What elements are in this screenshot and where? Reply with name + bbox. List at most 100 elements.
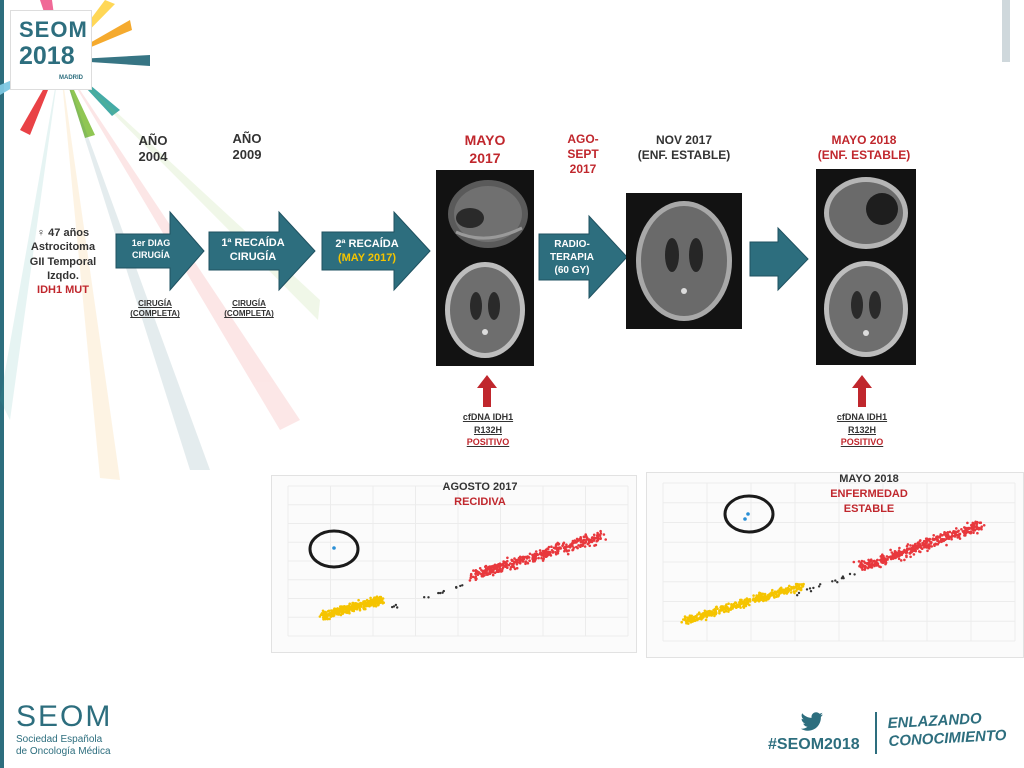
red-droplet	[499, 569, 503, 572]
cfdna-2018-line2: R132H	[847, 424, 876, 435]
ddpcr-scatter-2018	[662, 482, 1016, 642]
red-droplet	[469, 572, 473, 576]
red-droplet	[925, 544, 929, 548]
red-droplet	[550, 545, 553, 548]
yellow-droplet	[775, 594, 779, 598]
yellow-droplet	[712, 608, 715, 612]
yellow-droplet	[748, 603, 751, 607]
yellow-droplet	[327, 609, 331, 613]
red-droplet	[582, 535, 586, 539]
yellow-droplet	[714, 610, 717, 613]
yellow-droplet	[761, 592, 765, 596]
mri-mayo-2017-sagittal	[436, 170, 534, 254]
red-up-arrow-2018	[852, 375, 872, 407]
red-droplet	[908, 547, 912, 550]
red-droplet	[941, 534, 944, 537]
yellow-droplet	[736, 604, 740, 607]
yellow-droplet	[685, 619, 689, 622]
cfdna-2017-line2: R132H	[473, 424, 502, 435]
yellow-droplet	[682, 618, 685, 621]
yellow-droplet	[758, 594, 762, 597]
red-droplet	[515, 562, 519, 566]
red-droplet	[568, 546, 572, 549]
red-droplet	[506, 556, 509, 560]
yellow-droplet	[371, 601, 375, 604]
red-droplet	[517, 561, 521, 564]
arrow-diag-line1: 1er DIAG	[131, 238, 171, 248]
gray-droplet	[459, 584, 462, 588]
red-droplet	[504, 565, 508, 568]
red-droplet	[502, 560, 506, 564]
red-droplet	[870, 566, 873, 569]
red-droplet	[961, 530, 965, 533]
red-droplet	[936, 535, 939, 538]
red-droplet	[528, 552, 532, 556]
red-droplet	[547, 545, 551, 549]
yellow-droplet	[802, 582, 805, 586]
yellow-droplet	[711, 612, 714, 615]
yellow-droplet	[755, 594, 758, 597]
red-droplet	[972, 531, 975, 534]
yellow-droplet	[339, 613, 343, 617]
arrow-follow-up	[749, 226, 809, 292]
red-droplet	[884, 559, 887, 563]
red-droplet	[964, 531, 968, 535]
red-droplet	[522, 557, 526, 561]
yellow-droplet	[799, 588, 803, 592]
yellow-droplet	[328, 617, 331, 621]
red-droplet	[576, 546, 579, 550]
red-droplet	[864, 565, 867, 569]
arrow-radio-line2: TERAPIA	[550, 252, 594, 263]
yellow-droplet	[375, 595, 379, 598]
logo-city: MADRID	[59, 75, 83, 81]
plot-title-agosto-2017: AGOSTO 2017 RECIDIVA	[425, 480, 535, 510]
yellow-droplet	[365, 598, 369, 602]
yellow-droplet	[365, 604, 368, 608]
red-droplet	[549, 551, 552, 554]
red-droplet	[972, 522, 976, 525]
yellow-droplet	[782, 588, 785, 592]
red-droplet	[909, 544, 912, 547]
red-droplet	[922, 539, 926, 543]
surgery-note-2004-line1: CIRUGÍA	[138, 299, 172, 308]
yellow-droplet	[718, 610, 721, 614]
red-droplet	[514, 560, 517, 563]
yellow-droplet	[351, 601, 354, 605]
red-up-arrow-2017	[477, 375, 497, 407]
seom-2018-logo: SEOM 2018 MADRID	[10, 10, 92, 90]
surgery-note-2009-line2: (COMPLETA)	[224, 309, 274, 319]
yellow-droplet	[698, 612, 701, 616]
gray-droplet	[831, 580, 834, 583]
red-droplet	[889, 555, 892, 558]
yellow-droplet	[745, 602, 749, 606]
red-droplet	[599, 536, 602, 540]
yellow-droplet	[742, 606, 746, 609]
blue-droplet	[746, 512, 750, 516]
yellow-droplet	[680, 620, 683, 624]
red-droplet	[910, 550, 914, 553]
red-droplet	[587, 539, 591, 542]
arrow-recaida-1-label: 1ª RECAÍDA CIRUGÍA	[212, 236, 294, 265]
cfdna-2018-line1: cfDNA IDH1	[836, 412, 888, 422]
red-droplet	[955, 533, 958, 537]
surgery-note-2009: CIRUGÍA (COMPLETA)	[214, 299, 284, 320]
red-droplet	[857, 560, 861, 563]
red-droplet	[578, 539, 581, 542]
red-droplet	[898, 554, 901, 557]
yellow-droplet	[719, 608, 722, 612]
red-droplet	[960, 528, 963, 531]
red-droplet	[481, 569, 485, 573]
red-droplet	[592, 536, 596, 539]
header-agosept-line3: 2017	[569, 162, 597, 176]
cfdna-2017-line1: cfDNA IDH1	[462, 412, 514, 422]
red-droplet	[588, 544, 591, 548]
yellow-droplet	[748, 598, 752, 601]
arrow-recaida-1-line1: 1ª RECAÍDA	[221, 237, 285, 249]
red-droplet	[539, 551, 542, 555]
red-droplet	[980, 525, 983, 528]
yellow-droplet	[381, 597, 385, 600]
red-droplet	[534, 557, 538, 560]
header-ago-sept-2017: AGO- SEPT 2017	[556, 132, 610, 177]
header-mayo-2018: MAYO 2018 (ENF. ESTABLE)	[804, 133, 924, 163]
yellow-droplet	[370, 603, 373, 606]
